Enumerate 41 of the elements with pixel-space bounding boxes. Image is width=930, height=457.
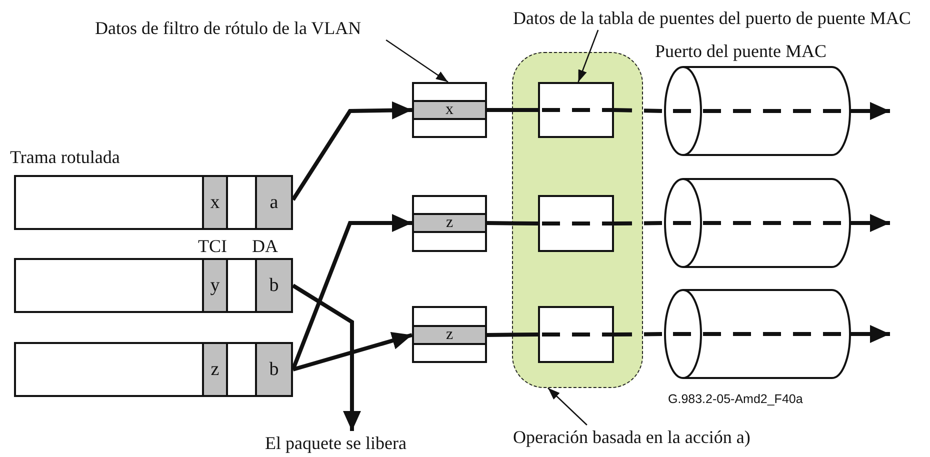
filter-entry: x <box>412 100 487 120</box>
frame-field: z <box>202 342 228 397</box>
filter-entry: z <box>412 325 487 345</box>
arrow <box>850 102 890 120</box>
arrow <box>292 284 361 431</box>
filter-entry: z <box>412 213 487 233</box>
part-label: Puerto del puente MAC <box>655 40 826 62</box>
leader-line <box>578 30 599 82</box>
field-label: TCI <box>198 235 227 257</box>
arrow <box>850 325 890 343</box>
bridge-table-box <box>538 306 614 363</box>
caption-text: Operación basada en la acción a) <box>513 425 793 449</box>
frame-field: a <box>255 175 293 230</box>
operation-region <box>512 52 643 388</box>
field-label: DA <box>252 235 278 257</box>
arrow <box>292 332 413 372</box>
filter-table <box>412 195 487 252</box>
frame-box <box>14 258 293 313</box>
frame-box <box>14 342 293 397</box>
filter-table <box>412 82 487 138</box>
arrow <box>850 214 890 232</box>
frame-field: b <box>255 258 293 313</box>
port-cylinder <box>665 178 850 268</box>
frame-field: x <box>202 175 228 230</box>
arrow <box>291 214 412 370</box>
bridge-table-box <box>538 195 614 252</box>
caption-text: El paquete se libera <box>265 431 440 455</box>
leader-line <box>386 39 448 83</box>
frame-field: y <box>202 258 228 313</box>
bridge-table-box <box>538 82 614 138</box>
caption-text: Datos de la tabla de puentes del puerto de puente MAC <box>513 6 928 30</box>
group-label: Trama rotulada <box>10 146 120 168</box>
figure-id: G.983.2-05-Amd2_F40a <box>668 391 803 408</box>
arrow <box>291 101 412 201</box>
port-cylinder <box>665 66 850 156</box>
frame-box <box>14 175 293 230</box>
caption-text: Datos de filtro de rótulo de la VLAN <box>95 16 408 40</box>
leader-line <box>548 388 588 426</box>
port-cylinder <box>665 289 850 379</box>
frame-field: b <box>255 342 293 397</box>
filter-table <box>412 306 487 363</box>
